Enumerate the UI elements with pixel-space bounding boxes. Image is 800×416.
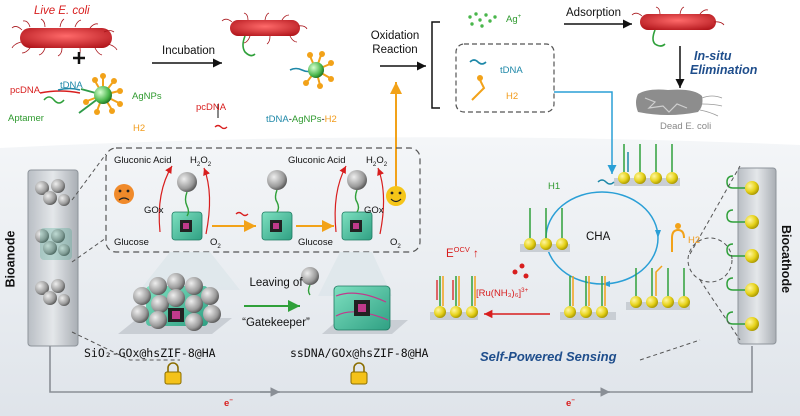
live-ecoli-graphic <box>11 18 118 57</box>
box-h2-label: H2 <box>506 91 519 102</box>
bioanode-label: Bioanode <box>3 230 18 288</box>
product-label: tDNA-AgNPs-H2 <box>266 114 337 125</box>
biocathode-electrode <box>726 167 777 345</box>
h1-probes-left <box>520 208 570 252</box>
h1-label: H1 <box>548 181 561 192</box>
electron-left-label: e− <box>224 397 233 410</box>
lock-icon <box>350 362 368 385</box>
electron-right-label: e− <box>566 397 575 410</box>
o2-left-label: O2 <box>210 237 221 250</box>
mof-unit-1 <box>171 172 203 241</box>
pcdna-label: pcDNA <box>10 85 41 96</box>
duplex-probes-bottom <box>560 276 616 320</box>
glucose-right-label: Glucose <box>298 237 333 248</box>
adsorbed-ecoli-graphic <box>631 6 725 47</box>
bound-ecoli-graphic <box>221 12 308 57</box>
pcdna-mid-label: pcDNA <box>196 102 227 113</box>
cha-label: CHA <box>586 231 611 243</box>
mof-unit-3 <box>341 170 373 241</box>
ag-ion-label: Ag+ <box>506 13 522 26</box>
mof-unit-2 <box>261 170 293 241</box>
incubation-label: Incubation <box>162 45 216 57</box>
agnp-probe-graphic <box>78 73 123 115</box>
product-h2-label: H2 <box>324 114 337 125</box>
dead-ecoli-label: Dead E. coli <box>660 121 712 132</box>
gox-right-label: GOx <box>364 205 384 216</box>
sio2-gox-label: SiO₂-GOx@hsZIF-8@HA <box>84 346 216 360</box>
self-powered-sensing-label: Self-Powered Sensing <box>480 349 617 364</box>
gluconic-acid-left-label: Gluconic Acid <box>114 155 172 166</box>
adsorption-label: Adsorption <box>566 7 621 19</box>
h2-label: H2 <box>133 123 146 134</box>
h1-probes-top <box>614 144 680 186</box>
ssdna-gox-label: ssDNA/GOx@hsZIF-8@HA <box>290 346 429 360</box>
elimination-label: Elimination <box>690 63 758 77</box>
dead-ecoli-graphic <box>636 89 723 117</box>
oxidation-reaction-label: Oxidation Reaction <box>370 30 420 56</box>
biocathode-label: Biocathode <box>779 224 794 294</box>
happy-face-icon <box>386 186 406 206</box>
h2o2-right-label: H2O2 <box>366 155 388 168</box>
duplex-probes-sensing <box>430 276 478 320</box>
product-agnp-graphic <box>289 51 334 89</box>
glucose-left-label: Glucose <box>114 237 149 248</box>
sad-face-icon <box>114 184 134 204</box>
aptamer-label: Aptamer <box>8 113 44 124</box>
in-situ-label: In-situ <box>694 49 732 63</box>
leaving-of-label: Leaving of <box>249 277 303 289</box>
product-agnps-label: AgNPs <box>291 114 322 125</box>
product-tdna-label: tDNA <box>266 114 289 125</box>
gox-left-label: GOx <box>144 205 164 216</box>
o2-right-label: O2 <box>390 237 401 250</box>
h1-probes-right <box>626 265 690 310</box>
tdna-label: tDNA <box>60 80 83 91</box>
ru-complex-label: [Ru(NH₃)₆]3+ <box>476 287 529 300</box>
box-tdna-label: tDNA <box>500 65 523 76</box>
sio2-gox-mof-graphic <box>118 273 232 334</box>
lock-icon <box>164 362 182 385</box>
gluconic-acid-right-label: Gluconic Acid <box>288 155 346 166</box>
bioanode-electrode <box>27 169 79 347</box>
eocv-label: EOCV ↑ <box>446 245 479 260</box>
h2o2-left-label: H2O2 <box>190 155 212 168</box>
gatekeeper-label: “Gatekeeper” <box>242 317 310 329</box>
h2-bottom-label: H2 <box>688 235 701 246</box>
live-ecoli-label: Live E. coli <box>34 5 90 17</box>
agnps-label: AgNPs <box>132 91 162 102</box>
ssdna-gox-mof-graphic <box>322 285 408 334</box>
